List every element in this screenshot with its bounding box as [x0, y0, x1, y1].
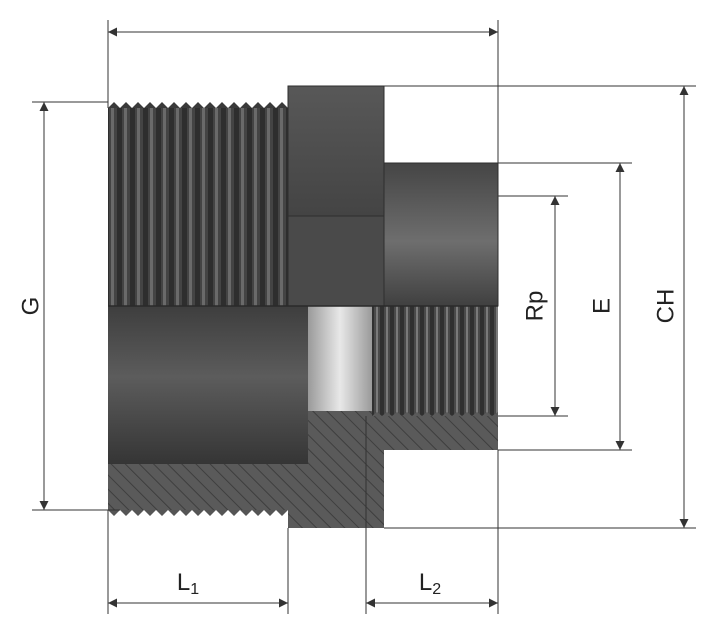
label-l2: L2: [419, 569, 441, 598]
label-ch: CH: [652, 289, 679, 324]
hex-upper: [287, 85, 385, 217]
label-g: G: [17, 297, 44, 316]
female-thread: [372, 306, 498, 416]
male-thread-crest-upper: [108, 102, 288, 108]
dimension-lines: [32, 20, 696, 614]
large-bore: [108, 306, 308, 464]
label-l1: L1: [177, 569, 199, 598]
bore-highlight: [308, 306, 372, 411]
male-thread-section-lower: [108, 510, 288, 516]
label-l1-sub: 1: [190, 581, 199, 598]
socket-end-upper: [383, 162, 499, 307]
hex-lower-face: [287, 215, 385, 307]
label-l2-sub: 2: [432, 581, 441, 598]
female-thread-crest: [372, 412, 498, 416]
label-l1-main: L: [177, 569, 190, 596]
label-rp: Rp: [521, 291, 548, 322]
label-l2-main: L: [419, 569, 432, 596]
male-thread-upper: [108, 108, 288, 306]
label-e: E: [588, 298, 615, 314]
